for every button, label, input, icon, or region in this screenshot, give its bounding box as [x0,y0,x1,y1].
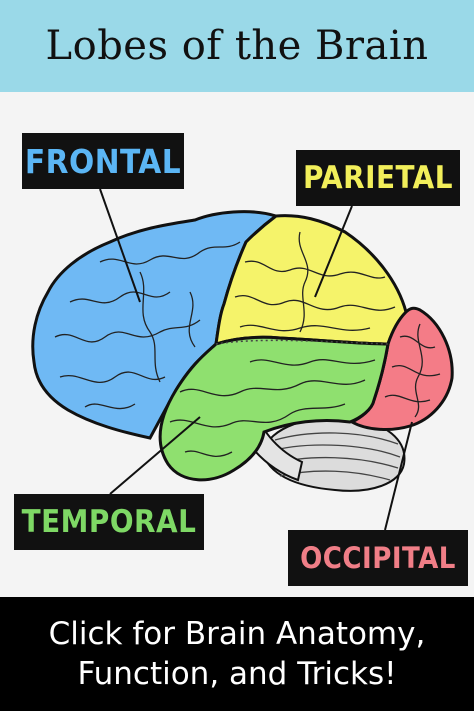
label-pointer-lines [99,188,413,531]
footer-line-2[interactable]: Function, and Tricks! [77,656,397,692]
title-banner: Lobes of the Brain [0,0,474,92]
temporal-label: TEMPORAL [14,494,204,550]
gyri-lines [54,231,441,458]
brain-illustration [31,188,454,531]
footer-cta-banner[interactable]: Click for Brain Anatomy, Function, and T… [0,597,474,711]
brain-diagram: FRONTAL PARIETAL TEMPORAL OCCIPITAL [0,92,474,597]
temporal-lobe [158,335,390,482]
parietal-temporal-boundary [215,339,389,345]
page-title: Lobes of the Brain [45,23,429,69]
parietal-label: PARIETAL [296,150,460,206]
occipital-label: OCCIPITAL [288,530,468,586]
footer-line-1[interactable]: Click for Brain Anatomy, [48,616,426,652]
frontal-label: FRONTAL [22,133,184,189]
